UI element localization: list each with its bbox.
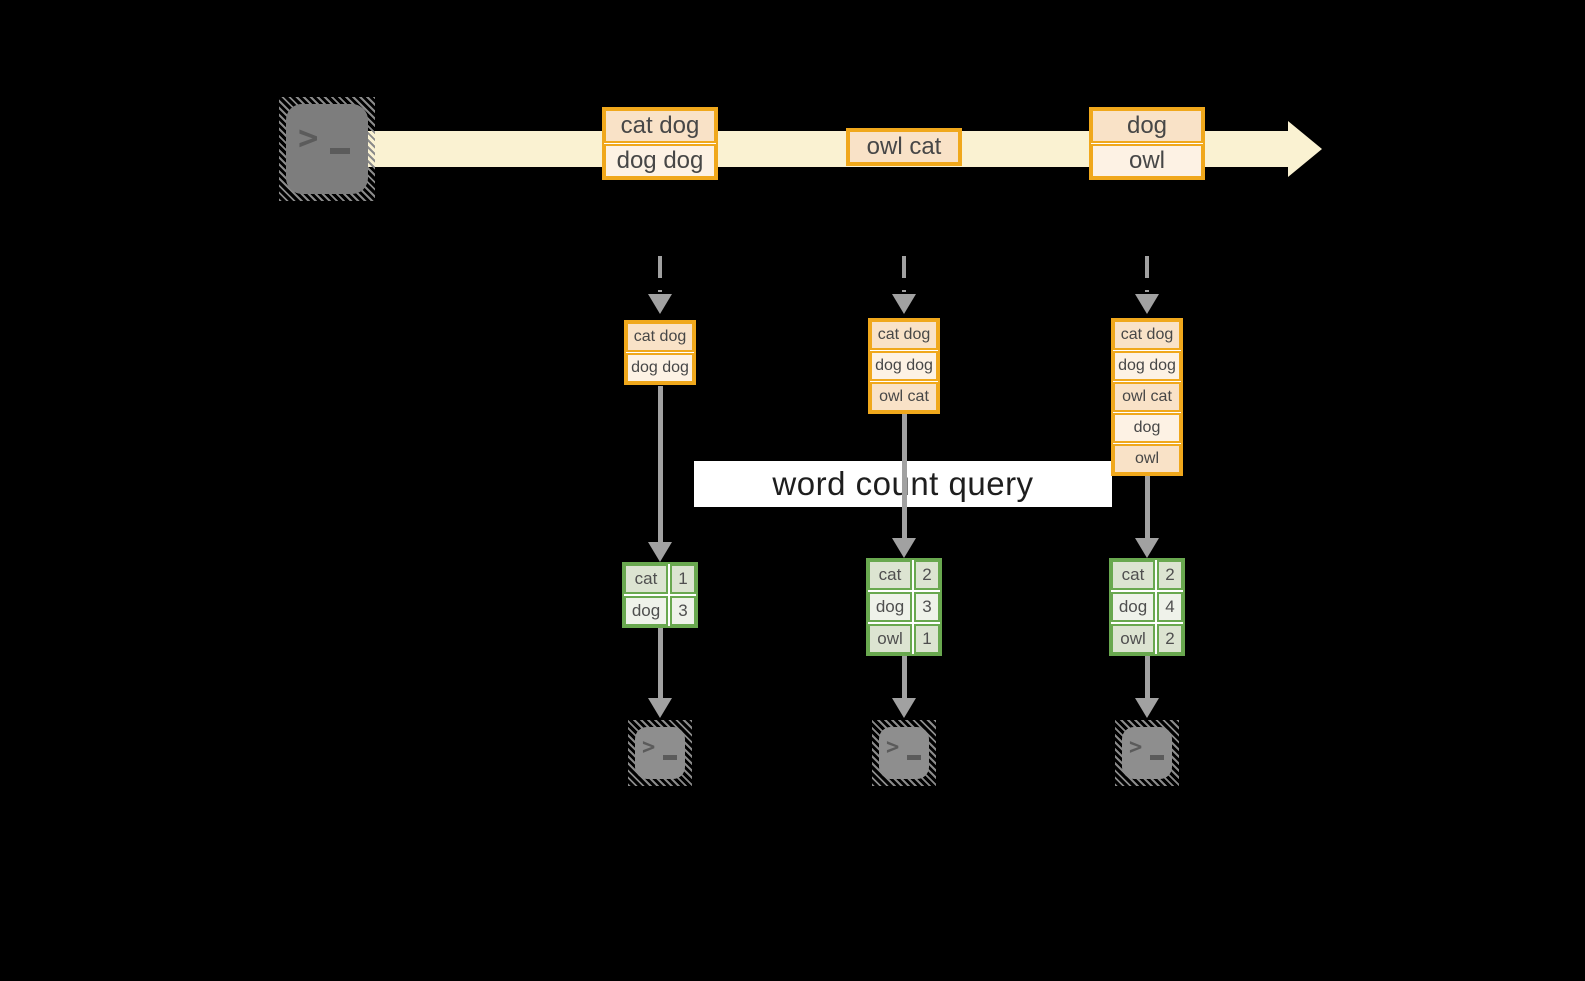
result-arrowhead-icon	[648, 698, 672, 718]
word-count-table-3: cat 2 dog 4 owl 2	[1109, 558, 1185, 656]
worker-buffer-2: cat dog dog dog owl cat	[868, 318, 940, 414]
connector-arrow-line	[658, 386, 663, 542]
result-arrowhead-icon	[1135, 698, 1159, 718]
buffer-item: owl cat	[870, 382, 938, 412]
table-row: dog 3	[868, 592, 940, 622]
terminal-body: >	[879, 727, 929, 779]
batch-item: cat dog	[604, 109, 716, 143]
word-count-table-2: cat 2 dog 3 owl 1	[866, 558, 942, 656]
terminal-cursor-icon	[907, 755, 921, 760]
count-cell: 3	[670, 596, 696, 626]
buffer-item: dog dog	[626, 353, 694, 383]
terminal-body: >	[286, 104, 368, 194]
worker-terminal-icon: >	[872, 720, 936, 786]
stream-arrowhead-icon	[1288, 121, 1322, 177]
count-cell: 3	[914, 592, 940, 622]
buffer-item: dog dog	[870, 351, 938, 381]
count-cell: 1	[914, 624, 940, 654]
batch-box-2: owl cat	[846, 128, 962, 166]
word-cell: cat	[868, 560, 912, 590]
buffer-item: owl cat	[1113, 382, 1181, 412]
terminal-prompt-icon: >	[1129, 735, 1143, 760]
worker-buffer-3: cat dog dog dog owl cat dog owl	[1111, 318, 1183, 476]
batch-box-3: dog owl	[1089, 107, 1205, 180]
source-terminal-icon: >	[279, 97, 375, 201]
buffer-item: dog	[1113, 413, 1181, 443]
table-row: dog 4	[1111, 592, 1183, 622]
terminal-prompt-icon: >	[886, 735, 900, 760]
word-cell: dog	[1111, 592, 1155, 622]
terminal-cursor-icon	[1150, 755, 1164, 760]
word-cell: owl	[1111, 624, 1155, 654]
table-row: cat 2	[1111, 560, 1183, 590]
table-row: cat 1	[624, 564, 696, 594]
terminal-prompt-icon: >	[298, 118, 319, 158]
count-cell: 2	[1157, 560, 1183, 590]
terminal-prompt-icon: >	[642, 735, 656, 760]
terminal-body: >	[635, 727, 685, 779]
connector-arrowhead-icon	[892, 538, 916, 558]
result-arrow-line	[902, 656, 907, 698]
result-arrow-line	[658, 628, 663, 698]
dashed-arrow-line	[658, 256, 662, 292]
terminal-body: >	[1122, 727, 1172, 779]
buffer-item: cat dog	[1113, 320, 1181, 350]
count-cell: 2	[914, 560, 940, 590]
batch-item: owl	[1091, 144, 1203, 178]
terminal-cursor-icon	[330, 148, 350, 154]
dashed-arrowhead-icon	[892, 294, 916, 314]
connector-arrowhead-icon	[1135, 538, 1159, 558]
word-cell: dog	[868, 592, 912, 622]
connector-arrow-line	[902, 414, 907, 538]
worker-terminal-icon: >	[628, 720, 692, 786]
batch-item: owl cat	[848, 130, 960, 164]
buffer-item: cat dog	[626, 322, 694, 352]
batch-item: dog dog	[604, 144, 716, 178]
table-row: owl 2	[1111, 624, 1183, 654]
batch-box-1: cat dog dog dog	[602, 107, 718, 180]
dashed-arrowhead-icon	[1135, 294, 1159, 314]
word-cell: owl	[868, 624, 912, 654]
worker-buffer-1: cat dog dog dog	[624, 320, 696, 385]
buffer-item: cat dog	[870, 320, 938, 350]
table-row: cat 2	[868, 560, 940, 590]
worker-terminal-icon: >	[1115, 720, 1179, 786]
count-cell: 1	[670, 564, 696, 594]
table-row: owl 1	[868, 624, 940, 654]
connector-arrowhead-icon	[648, 542, 672, 562]
buffer-item: owl	[1113, 444, 1181, 474]
terminal-cursor-icon	[663, 755, 677, 760]
word-cell: dog	[624, 596, 668, 626]
count-cell: 4	[1157, 592, 1183, 622]
table-row: dog 3	[624, 596, 696, 626]
dashed-arrow-line	[1145, 256, 1149, 292]
result-arrow-line	[1145, 656, 1150, 698]
dashed-arrow-line	[902, 256, 906, 292]
count-cell: 2	[1157, 624, 1183, 654]
word-cell: cat	[624, 564, 668, 594]
batch-item: dog	[1091, 109, 1203, 143]
result-arrowhead-icon	[892, 698, 916, 718]
connector-arrow-line	[1145, 474, 1150, 538]
word-cell: cat	[1111, 560, 1155, 590]
dashed-arrowhead-icon	[648, 294, 672, 314]
buffer-item: dog dog	[1113, 351, 1181, 381]
word-count-table-1: cat 1 dog 3	[622, 562, 698, 628]
